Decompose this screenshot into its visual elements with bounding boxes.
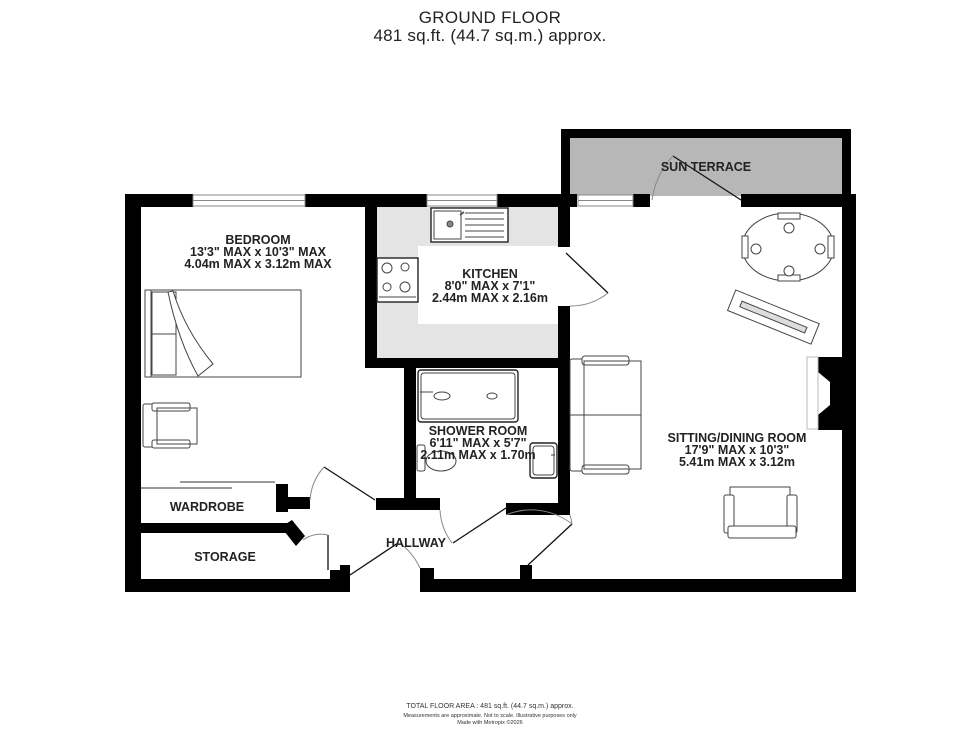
shower-room-label: SHOWER ROOM xyxy=(429,424,528,438)
made-with-credit: Made with Metropix ©2026 xyxy=(457,720,523,726)
total-floor-area: TOTAL FLOOR AREA : 481 sq.ft. (44.7 sq.m… xyxy=(406,703,574,710)
sun-terrace-floor xyxy=(569,138,843,196)
shower-room-door[interactable] xyxy=(452,507,507,544)
sitting-dining-imperial: 17'9" MAX x 10'3" xyxy=(685,443,790,457)
terrace-door[interactable] xyxy=(672,155,742,201)
front-door[interactable] xyxy=(349,542,399,576)
toilet-icon xyxy=(416,444,457,472)
bedroom-imperial: 13'3" MAX x 10'3" MAX xyxy=(190,245,327,259)
coffee-table-icon xyxy=(726,289,820,345)
sofa-icon xyxy=(569,355,642,475)
kitchen-door[interactable] xyxy=(565,252,609,294)
bed-icon xyxy=(144,289,302,378)
armchair-icon xyxy=(142,402,198,449)
kitchen-clear-area xyxy=(418,246,558,324)
kitchen-imperial: 8'0" MAX x 7'1" xyxy=(445,279,536,293)
furniture xyxy=(142,207,835,539)
kitchen-metric: 2.44m MAX x 2.16m xyxy=(432,291,548,305)
hallway-label: HALLWAY xyxy=(386,536,447,550)
floor-title: GROUND FLOOR xyxy=(418,8,562,27)
doors xyxy=(141,155,742,576)
kitchen-label: KITCHEN xyxy=(462,267,518,281)
walls xyxy=(125,129,856,592)
shower-tray-icon xyxy=(417,369,519,423)
room-labels: BEDROOM 13'3" MAX x 10'3" MAX 4.04m MAX … xyxy=(170,160,807,564)
basin-icon xyxy=(529,442,558,479)
disclaimer: Measurements are approximate. Not to sca… xyxy=(403,713,577,719)
floor-area: 481 sq.ft. (44.7 sq.m.) approx. xyxy=(373,26,607,45)
shower-room-imperial: 6'11" MAX x 5'7" xyxy=(429,436,526,450)
sitting-dining-metric: 5.41m MAX x 3.12m xyxy=(679,455,795,469)
sink-icon xyxy=(430,207,509,243)
wardrobe-label: WARDROBE xyxy=(170,500,244,514)
shower-room-metric: 2.11m MAX x 1.70m xyxy=(420,448,535,462)
storage-label: STORAGE xyxy=(194,550,256,564)
bedroom-label: BEDROOM xyxy=(225,233,290,247)
sitting-dining-label: SITTING/DINING ROOM xyxy=(668,431,807,445)
sun-terrace-label: SUN TERRACE xyxy=(661,160,751,174)
bedroom-metric: 4.04m MAX x 3.12m MAX xyxy=(184,257,332,271)
fireplace-icon xyxy=(806,356,819,430)
windows xyxy=(192,194,634,207)
hob-icon xyxy=(376,257,419,303)
armchair-sitting-icon xyxy=(723,486,798,539)
dining-table-icon xyxy=(741,212,835,282)
sitting-room-door[interactable] xyxy=(527,523,573,566)
bedroom-door[interactable] xyxy=(323,466,376,501)
